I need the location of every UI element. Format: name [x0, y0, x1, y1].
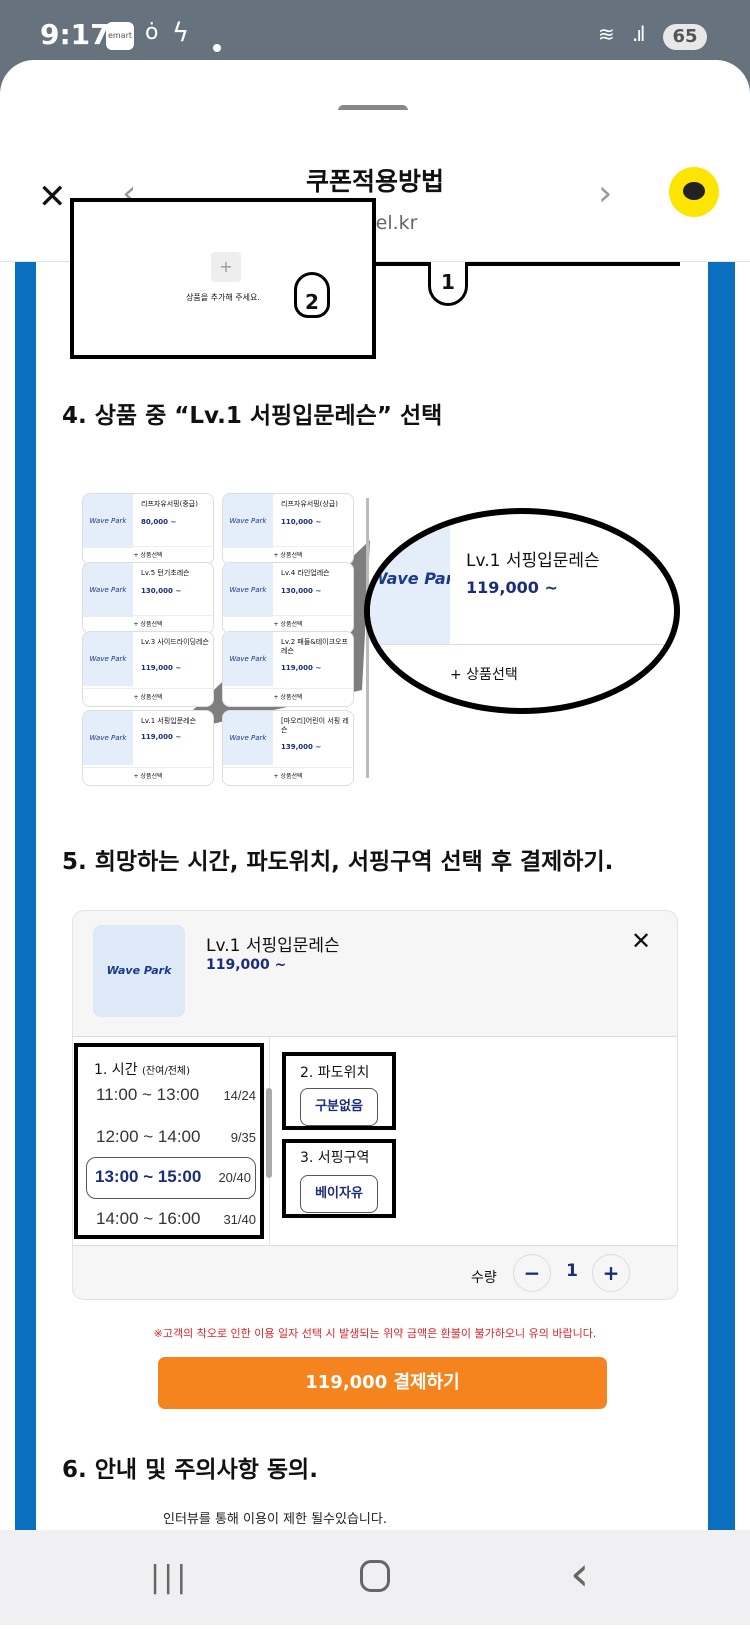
- close-icon[interactable]: ✕: [631, 927, 652, 955]
- close-icon[interactable]: ✕: [38, 177, 67, 217]
- clock: 9:17: [40, 18, 110, 51]
- product-thumbnail: Wave Park: [93, 925, 185, 1017]
- right-side-bar: [708, 262, 735, 1532]
- bolt-icon: ϟ: [172, 18, 190, 48]
- zone-option-button[interactable]: 베이자유: [300, 1175, 378, 1213]
- zoom-callout: Wave Park Lv.1 서핑입문레슨 119,000 ~ + 상품선택: [364, 508, 680, 714]
- hand-pointer-icon: 1: [428, 262, 468, 306]
- empty-cart-text: 상품을 추가해 주세요.: [186, 293, 260, 302]
- battery-icon: 65: [663, 24, 707, 50]
- page-title: 쿠폰적용방법: [305, 167, 444, 196]
- time-title: 1. 시간 (잔여/전체): [94, 1062, 191, 1078]
- wave-position-selector: 2. 파도위치 구분없음: [282, 1052, 396, 1130]
- signal-icon: .ıl: [632, 22, 646, 46]
- wifi-icon: ≋: [598, 22, 615, 46]
- quantity-value[interactable]: 1: [566, 1261, 578, 1281]
- pay-button[interactable]: 119,000 결제하기: [158, 1357, 607, 1409]
- zoom-product-name: Lv.1 서핑입문레슨: [466, 551, 600, 571]
- zoom-select-button: + 상품선택: [450, 667, 518, 683]
- scrollbar[interactable]: [366, 498, 369, 778]
- quantity-decrease-button[interactable]: −: [513, 1254, 551, 1292]
- quantity-label: 수량: [471, 1270, 497, 1286]
- dot-icon: [213, 44, 221, 52]
- system-nav-bar: ||| ‹: [0, 1530, 750, 1625]
- product-price: 119,000 ~: [206, 957, 287, 973]
- add-product-area[interactable]: + 상품을 추가해 주세요. 2: [70, 198, 376, 359]
- step6-heading: 6. 안내 및 주의사항 동의.: [62, 1457, 318, 1483]
- emart-icon: emart: [106, 22, 134, 50]
- forward-icon[interactable]: ›: [598, 173, 613, 214]
- quantity-increase-button[interactable]: +: [592, 1254, 630, 1292]
- wave-option-button[interactable]: 구분없음: [300, 1088, 378, 1126]
- hand-pointer-icon: 2: [294, 272, 330, 318]
- wave-park-logo: Wave Park: [370, 514, 450, 644]
- home-icon[interactable]: [360, 1560, 390, 1592]
- wave-title: 2. 파도위치: [300, 1065, 370, 1081]
- recent-apps-icon[interactable]: |||: [150, 1560, 190, 1595]
- status-bar: 9:17 emart ȯ ϟ ≋ .ıl 65: [0, 0, 750, 86]
- step4-heading: 4. 상품 중 “Lv.1 서핑입문레슨” 선택: [62, 403, 443, 429]
- step5-heading: 5. 희망하는 시간, 파도위치, 서핑구역 선택 후 결제하기.: [62, 849, 614, 875]
- refund-warning: ※고객의 착오로 인한 이용 일자 선택 시 발생되는 위약 금액은 환불이 불…: [153, 1327, 597, 1340]
- surf-zone-selector: 3. 서핑구역 베이자유: [282, 1139, 396, 1218]
- time-scrollbar[interactable]: [266, 1088, 272, 1178]
- zoom-product-price: 119,000 ~: [466, 578, 558, 597]
- notice-text: 인터뷰를 통해 이용이 제한 될수있습니다.: [163, 1512, 387, 1527]
- left-side-bar: [15, 262, 36, 1532]
- back-nav-icon[interactable]: ‹: [570, 1546, 590, 1602]
- pinwheel-icon: ȯ: [145, 20, 159, 45]
- add-icon[interactable]: +: [211, 252, 241, 282]
- zone-title: 3. 서핑구역: [300, 1150, 370, 1166]
- product-name: Lv.1 서핑입문레슨: [206, 936, 340, 956]
- kakaotalk-icon[interactable]: [669, 167, 719, 217]
